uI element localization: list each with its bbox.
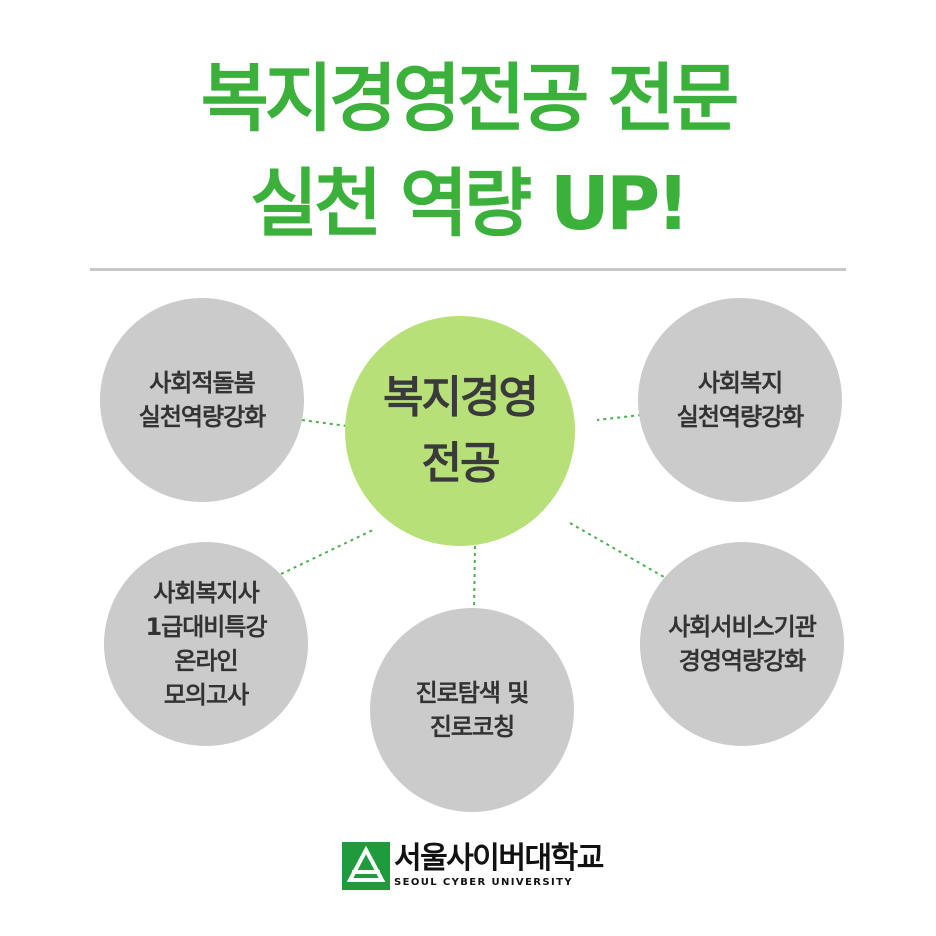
connector-welfare [596,414,642,421]
center-label: 전공 [421,438,501,489]
connector-exam [280,528,376,575]
node-label: 사회복지 [697,369,783,397]
node-exam-prep: 사회복지사 1급대비특강 온라인 모의고사 [104,542,308,746]
node-label: 사회적돌봄 [149,369,255,397]
university-name-english: SEOUL CYBER UNIVERSITY [394,877,573,888]
node-label: 진로코칭 [429,713,515,741]
divider [90,268,846,271]
university-emblem-icon [342,842,390,890]
node-label: 모의고사 [163,681,249,709]
connector-care [301,419,348,427]
node-label: 실천역량강화 [138,403,266,431]
node-welfare-competency: 사회복지 실천역량강화 [638,298,842,502]
node-label: 사회서비스기관 [668,613,817,641]
headline-line-2: 실천 역량 UP! [250,161,690,247]
university-logo: 서울사이버대학교 SEOUL CYBER UNIVERSITY [342,841,604,894]
node-care-competency: 사회적돌봄 실천역량강화 [100,298,304,502]
node-label: 온라인 [174,647,238,675]
node-label: 1급대비특강 [145,613,267,641]
node-label: 진로탐색 및 [415,679,530,707]
node-center-major: 복지경영 전공 [345,316,575,546]
headline-line-1: 복지경영전공 전문 [200,56,739,142]
node-label: 실천역량강화 [676,403,804,431]
node-label: 경영역량강화 [678,647,806,675]
node-career-coaching: 진로탐색 및 진로코칭 [370,608,574,812]
connector-career [473,545,476,611]
node-service-management: 사회서비스기관 경영역량강화 [640,542,844,746]
node-label: 사회복지사 [153,579,259,607]
center-label: 복지경영 [383,372,539,423]
university-name: 서울사이버대학교 [394,841,604,876]
connector-service [569,522,665,578]
